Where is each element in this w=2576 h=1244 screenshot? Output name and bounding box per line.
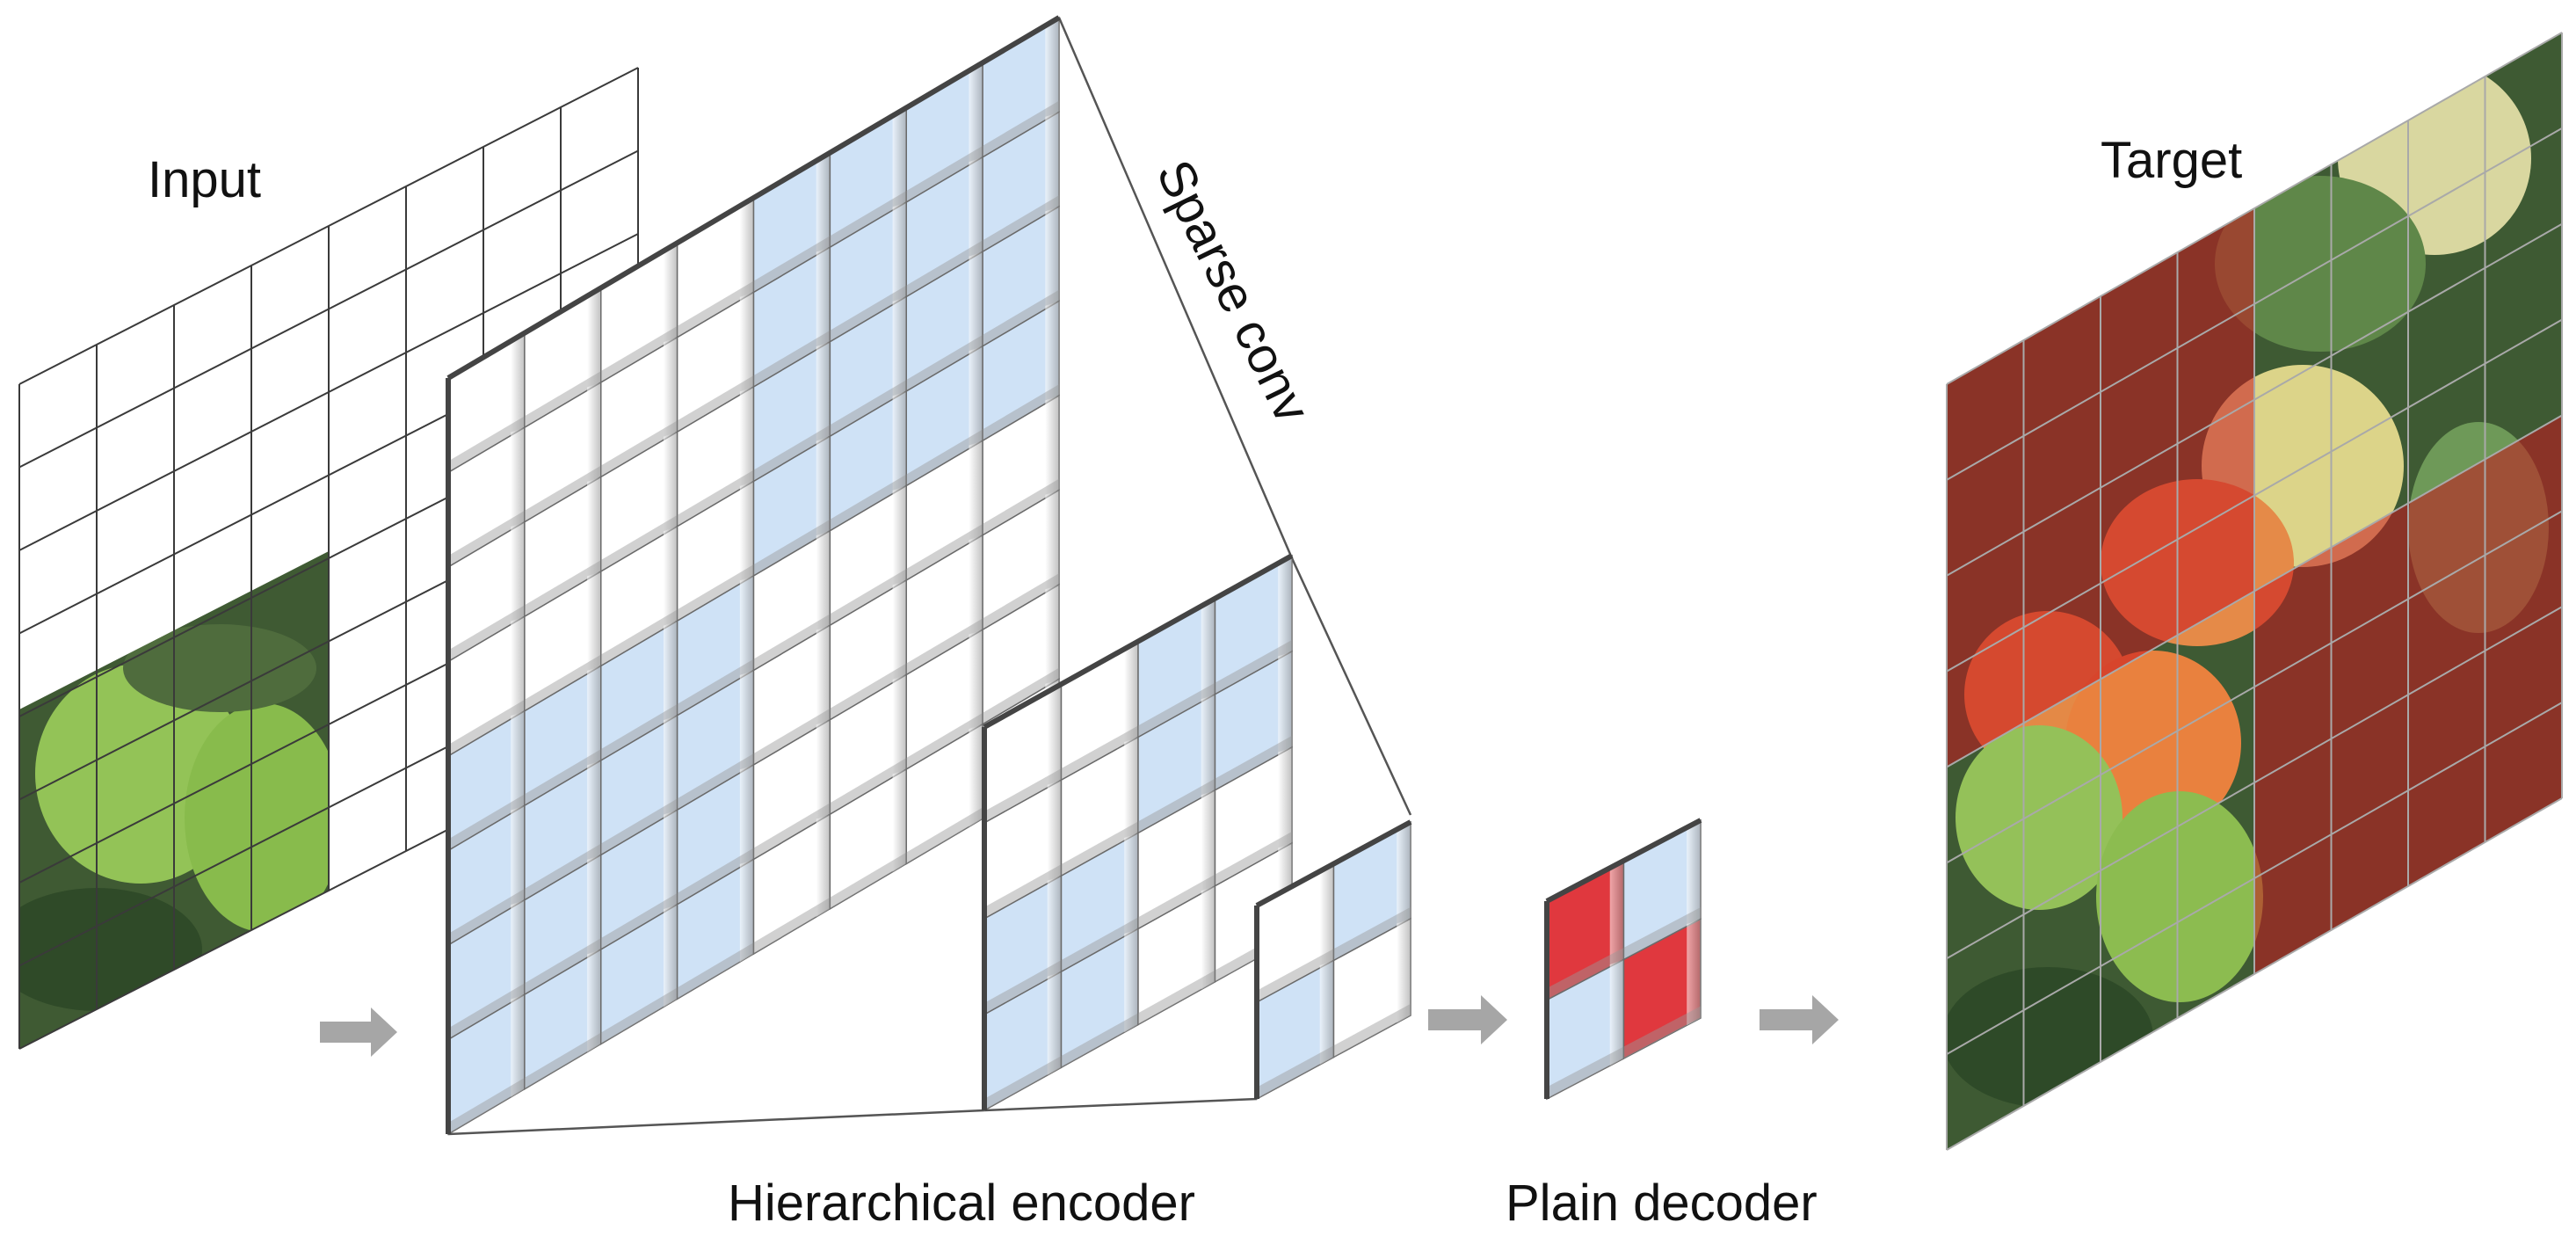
target-grid-lines bbox=[1946, 32, 2563, 1151]
encoder-stage-1-cell bbox=[829, 200, 907, 344]
encoder-stage-1-cell bbox=[447, 426, 526, 569]
decoder-cell bbox=[1622, 818, 1702, 961]
encoder-stage-1-cell bbox=[447, 331, 526, 474]
encoder-stage-1-cell bbox=[829, 484, 907, 627]
encoder-stage-3 bbox=[1254, 819, 1412, 1101]
encoder-stage-1-cell bbox=[752, 529, 831, 672]
decoder-cell bbox=[1622, 918, 1702, 1060]
encoder-stage-2-cell bbox=[1060, 832, 1139, 973]
encoder-stage-2-cell bbox=[1137, 884, 1216, 1026]
encoder-stage-3-cell bbox=[1332, 917, 1411, 1058]
encoder-stage-1-cell bbox=[982, 205, 1060, 348]
arrow-to-decoder bbox=[1428, 995, 1507, 1044]
encoder-stage-1-cell bbox=[676, 574, 755, 717]
encoder-stage-1-cell bbox=[829, 389, 907, 533]
encoder-stage-1-cell bbox=[676, 763, 755, 906]
encoder-stage-1-cell bbox=[905, 723, 983, 865]
encoder-stage-1-cell bbox=[905, 534, 983, 676]
decoder-cell bbox=[1546, 859, 1625, 1001]
encoder-stage-1-cell bbox=[600, 808, 678, 951]
encoder-stage-1-cell bbox=[982, 300, 1060, 442]
encoder-stage-1-cell bbox=[524, 570, 602, 713]
encoder-stage-1-cell bbox=[905, 250, 983, 393]
target-grid-h-line bbox=[1946, 414, 2563, 768]
encoder-stage-1 bbox=[446, 15, 1061, 1136]
encoder-stage-1-cell bbox=[524, 759, 602, 902]
encoder-stage-1-cell bbox=[447, 520, 526, 663]
encoder-stage-1-cell bbox=[982, 583, 1060, 726]
input-label: Input bbox=[148, 151, 261, 208]
encoder-stage-2-cell bbox=[1137, 789, 1216, 930]
sparse-conv-label: Sparse conv bbox=[1145, 151, 1321, 431]
target-grid-h-line bbox=[1946, 797, 2563, 1151]
encoder-stage-2-cell bbox=[983, 970, 1063, 1112]
encoder-stage-2-cell bbox=[1137, 693, 1216, 834]
arrow-to-encoder bbox=[320, 1008, 397, 1057]
encoder-stage-1-cell bbox=[829, 673, 907, 816]
encoder-stage-2-cell bbox=[983, 778, 1063, 920]
encoder-stage-2-cell bbox=[1060, 736, 1139, 877]
encoder-stage-2-cell bbox=[1214, 650, 1293, 792]
encoder-stage-1-cell bbox=[752, 340, 831, 483]
encoder-stage-1-cell bbox=[752, 812, 831, 956]
encoder-stage-1-cell bbox=[905, 156, 983, 298]
encoder-stage-1-cell bbox=[982, 489, 1060, 631]
encoder-stage-1-cell bbox=[676, 858, 755, 1000]
target-label: Target bbox=[2101, 132, 2242, 189]
encoder-stage-1-cell bbox=[600, 336, 678, 478]
hierarchical-encoder-label: Hierarchical encoder bbox=[728, 1175, 1195, 1232]
encoder-stage-1-cell bbox=[600, 430, 678, 573]
encoder-stage-1-cell bbox=[676, 291, 755, 433]
encoder-stage-1-cell bbox=[752, 623, 831, 767]
encoder-stage-1-cell bbox=[676, 385, 755, 528]
encoder-stage-1-cell bbox=[447, 993, 526, 1136]
encoder-stage-2-cell bbox=[983, 874, 1063, 1016]
encoder-stage-1-cell bbox=[524, 948, 602, 1091]
encoder-stage-2 bbox=[982, 553, 1294, 1112]
encoder-stage-1-cell bbox=[524, 381, 602, 524]
plain-decoder-grid bbox=[1544, 818, 1702, 1101]
encoder-stage-1-cell bbox=[447, 615, 526, 758]
encoder-stage-1-cell bbox=[676, 480, 755, 622]
encoder-stage-1-cell bbox=[600, 525, 678, 667]
plain-decoder-label: Plain decoder bbox=[1506, 1175, 1818, 1232]
encoder-stage-1-cell bbox=[829, 578, 907, 722]
arrow-to-target bbox=[1760, 995, 1839, 1044]
encoder-stage-1-cell bbox=[447, 709, 526, 852]
encoder-stage-1-cell bbox=[752, 245, 831, 389]
target-grid-h-line bbox=[1946, 510, 2563, 864]
encoder-stage-1-cell bbox=[447, 804, 526, 947]
encoder-stage-3-cell bbox=[1256, 959, 1335, 1101]
encoder-stage-1-cell bbox=[829, 295, 907, 438]
green-tomato-right bbox=[185, 703, 329, 932]
decoder-cell bbox=[1546, 958, 1625, 1101]
encoder-stage-2-cell bbox=[1214, 746, 1293, 888]
encoder-stage-1-cell bbox=[905, 345, 983, 487]
target-grid-h-line bbox=[1946, 702, 2563, 1055]
encoder-stage-1-cell bbox=[829, 767, 907, 911]
encoder-stage-1-cell bbox=[676, 669, 755, 811]
target-image-group bbox=[1946, 32, 2563, 1151]
target-grid-h-line bbox=[1946, 606, 2563, 960]
encoder-stage-1-cell bbox=[600, 714, 678, 856]
target-green-tomato-right bbox=[2096, 791, 2263, 1002]
encoder-stage-1-cell bbox=[524, 665, 602, 807]
encoder-stage-1-cell bbox=[905, 628, 983, 771]
target-green-tomato-left bbox=[1956, 725, 2122, 910]
encoder-stage-1-cell bbox=[752, 718, 831, 861]
